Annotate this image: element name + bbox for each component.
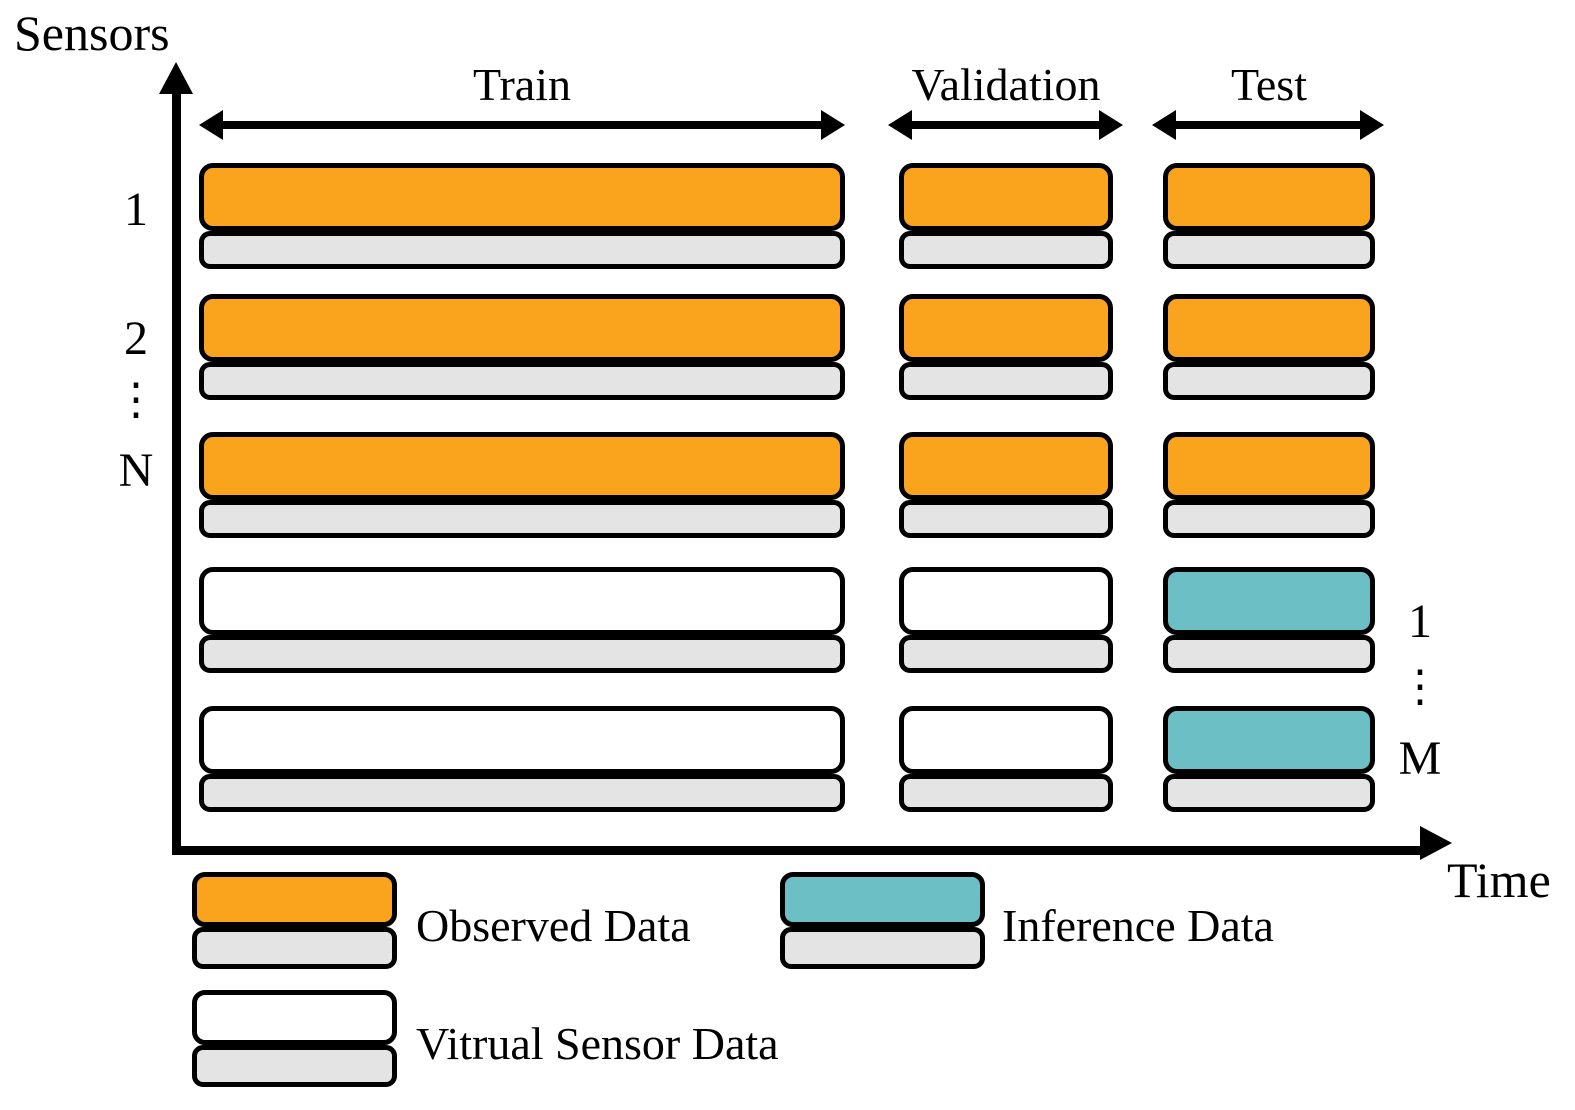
legend-label-observed: Observed Data <box>416 900 691 951</box>
virtual-index-ellipsis: ⋮ <box>1398 662 1442 711</box>
virtual-index-label-1: M <box>1398 732 1442 785</box>
sensor-index-label-0: 1 <box>124 183 148 236</box>
legend-swatch-fill <box>780 872 985 927</box>
cell-virtual-row-m-train[interactable] <box>199 706 845 812</box>
sensor-index-label-2: N <box>118 444 154 497</box>
legend-swatch-fill <box>192 990 397 1045</box>
x-axis-arrowhead-icon <box>1420 826 1452 860</box>
arrowhead-right-icon <box>1360 110 1384 140</box>
cell-virtual-row-1-validation[interactable] <box>899 567 1113 673</box>
data-bar-observed <box>899 294 1113 362</box>
cell-sensor-row-1-validation[interactable] <box>899 163 1113 269</box>
data-bar-virtual <box>199 706 845 774</box>
arrowhead-right-icon <box>1099 110 1123 140</box>
column-header-validation: Validation <box>911 59 1101 110</box>
data-bar-inference <box>1163 706 1375 774</box>
data-bar-observed <box>899 432 1113 500</box>
data-bar-virtual <box>199 567 845 635</box>
arrow-shaft <box>215 121 829 129</box>
timestamp-bar <box>899 362 1113 400</box>
timestamp-bar <box>199 500 845 538</box>
timestamp-bar <box>899 231 1113 269</box>
legend-swatch-fill <box>192 872 397 927</box>
legend-swatch-timestamp <box>780 927 985 969</box>
legend-label-virtual: Vitrual Sensor Data <box>416 1018 779 1069</box>
legend-label-inference: Inference Data <box>1002 900 1274 951</box>
cell-sensor-row-n-validation[interactable] <box>899 432 1113 538</box>
data-bar-observed <box>199 294 845 362</box>
span-arrow-test <box>1152 110 1384 140</box>
cell-sensor-row-1-train[interactable] <box>199 163 845 269</box>
sensor-index-ellipsis: ⋮ <box>114 375 158 424</box>
timestamp-bar <box>199 231 845 269</box>
timestamp-bar <box>1163 635 1375 673</box>
data-bar-observed <box>199 163 845 231</box>
arrow-shaft <box>904 121 1107 129</box>
timestamp-bar <box>899 774 1113 812</box>
cell-virtual-row-m-test[interactable] <box>1163 706 1375 812</box>
cell-sensor-row-2-train[interactable] <box>199 294 845 400</box>
timestamp-bar <box>199 362 845 400</box>
cell-virtual-row-m-validation[interactable] <box>899 706 1113 812</box>
cell-sensor-row-2-validation[interactable] <box>899 294 1113 400</box>
data-bar-observed <box>1163 163 1375 231</box>
data-bar-observed <box>1163 294 1375 362</box>
y-axis-arrowhead-icon <box>159 62 193 94</box>
legend-swatch-virtual <box>192 990 397 1087</box>
cell-sensor-row-2-test[interactable] <box>1163 294 1375 400</box>
data-bar-inference <box>1163 567 1375 635</box>
arrowhead-right-icon <box>821 110 845 140</box>
column-header-train: Train <box>473 59 571 110</box>
timestamp-bar <box>199 774 845 812</box>
column-header-test: Test <box>1231 59 1307 110</box>
virtual-index-label-0: 1 <box>1408 595 1432 648</box>
timestamp-bar <box>899 635 1113 673</box>
x-axis-line <box>172 846 1426 855</box>
data-bar-observed <box>1163 432 1375 500</box>
cell-sensor-row-n-test[interactable] <box>1163 432 1375 538</box>
data-bar-virtual <box>899 567 1113 635</box>
span-arrow-validation <box>888 110 1123 140</box>
legend-swatch-timestamp <box>192 927 397 969</box>
legend-swatch-observed <box>192 872 397 969</box>
x-axis-label: Time <box>1447 852 1551 908</box>
arrow-shaft <box>1168 121 1368 129</box>
timestamp-bar <box>1163 774 1375 812</box>
legend-swatch-timestamp <box>192 1045 397 1087</box>
cell-sensor-row-n-train[interactable] <box>199 432 845 538</box>
timestamp-bar <box>1163 231 1375 269</box>
data-bar-observed <box>899 163 1113 231</box>
sensor-index-label-1: 2 <box>124 312 148 365</box>
y-axis-label: Sensors <box>14 5 170 61</box>
span-arrow-train <box>199 110 845 140</box>
timestamp-bar <box>1163 362 1375 400</box>
cell-virtual-row-1-test[interactable] <box>1163 567 1375 673</box>
timestamp-bar <box>1163 500 1375 538</box>
cell-virtual-row-1-train[interactable] <box>199 567 845 673</box>
timestamp-bar <box>199 635 845 673</box>
data-bar-observed <box>199 432 845 500</box>
y-axis-line <box>172 88 181 854</box>
data-bar-virtual <box>899 706 1113 774</box>
cell-sensor-row-1-test[interactable] <box>1163 163 1375 269</box>
timestamp-bar <box>899 500 1113 538</box>
legend-swatch-inference <box>780 872 985 969</box>
